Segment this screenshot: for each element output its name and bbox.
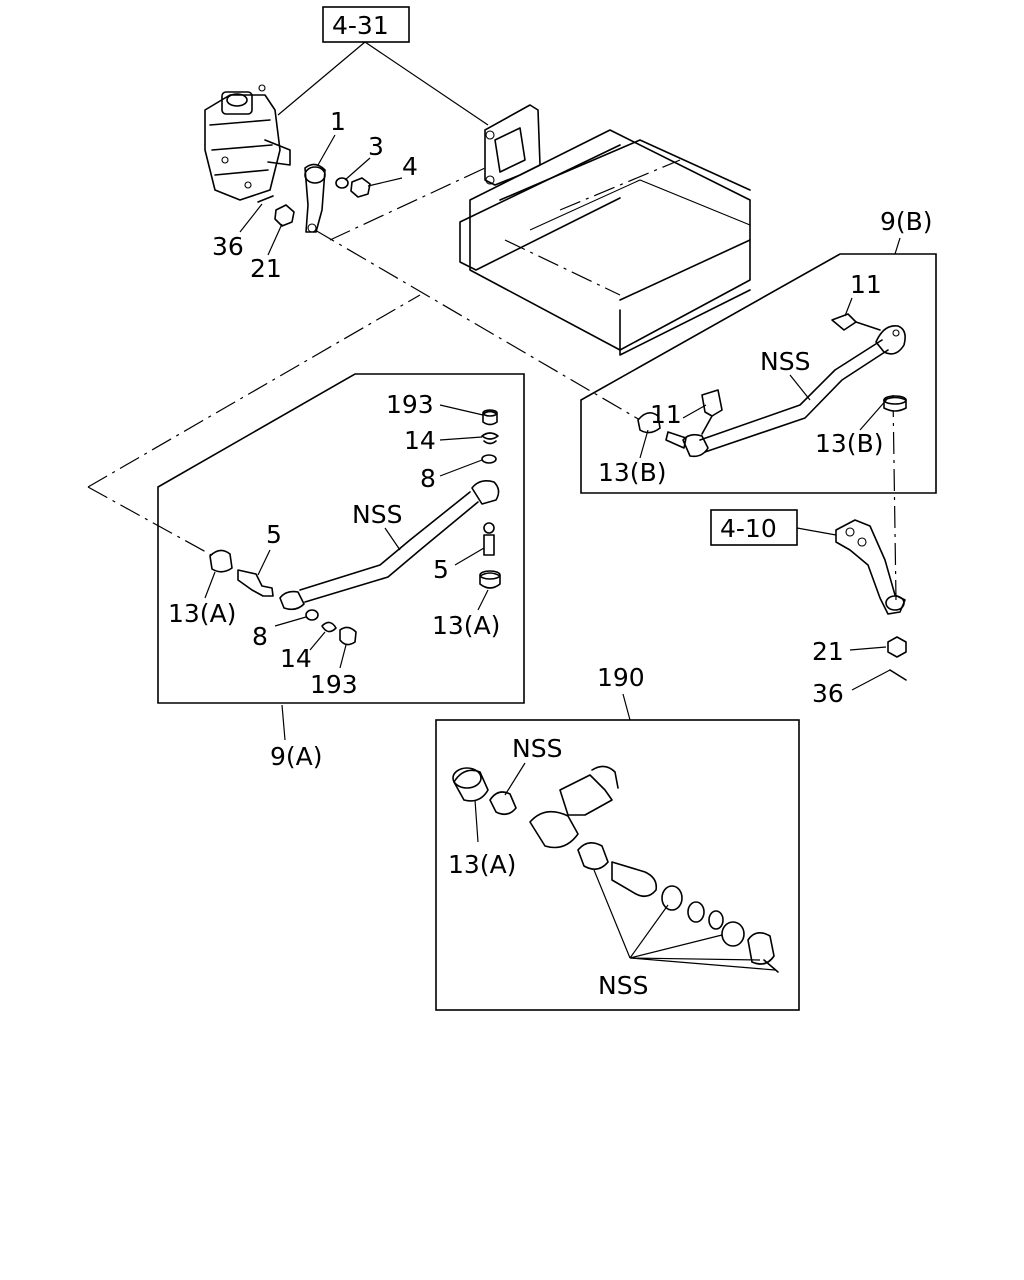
callout-13a-kit: 13(A) — [448, 850, 516, 879]
nss-9b: NSS — [760, 347, 810, 376]
ref-4-31: 4-31 — [277, 6, 489, 126]
cotter-pin-36-top — [257, 195, 274, 203]
callout-36-top: 36 — [212, 232, 244, 261]
ref-4-10: 4-10 — [710, 509, 837, 546]
callout-36-bottom: 36 — [812, 679, 844, 708]
nut-4 — [350, 177, 371, 198]
callout-8-bottom: 8 — [252, 622, 268, 651]
cotter-pin-36-bottom — [889, 669, 907, 681]
nss-kit-bottom: NSS — [598, 971, 648, 1000]
nut-21-top — [274, 204, 295, 227]
ref-4-31-label: 4-31 — [332, 11, 389, 40]
frame-rails — [459, 129, 751, 356]
callout-3: 3 — [368, 132, 384, 161]
ref-4-10-label: 4-10 — [720, 514, 777, 543]
tie-rod-9a-panel: 9(A) 193 14 8 NSS 5 5 — [157, 373, 525, 771]
callout-13b-right: 13(B) — [815, 429, 883, 458]
idler-arm — [835, 519, 906, 615]
callout-9b: 9(B) — [880, 207, 933, 236]
callout-4: 4 — [402, 152, 418, 181]
callout-14-top: 14 — [404, 426, 436, 455]
callout-21-top: 21 — [250, 254, 282, 283]
callout-5-left: 5 — [266, 520, 282, 549]
callout-13a-right: 13(A) — [432, 611, 500, 640]
nss-9a: NSS — [352, 500, 402, 529]
frame-bracket — [484, 104, 541, 186]
callout-8-top: 8 — [420, 464, 436, 493]
steering-gear-box — [204, 84, 291, 201]
callout-9a: 9(A) — [270, 742, 323, 771]
pitman-arm — [304, 163, 326, 233]
callout-13b-left: 13(B) — [598, 458, 666, 487]
tie-rod-9b-panel: 9(B) 11 11 NSS 13(B) 13(B) — [580, 207, 937, 494]
ball-joint-kit-190-panel: 190 NSS 13(A) NSS — [435, 663, 800, 1011]
lock-washer-3 — [335, 177, 349, 189]
nut-21-bottom — [887, 636, 907, 658]
callout-1: 1 — [330, 107, 346, 136]
centerlines — [87, 167, 897, 601]
nss-kit-top: NSS — [512, 734, 562, 763]
callout-13a-left: 13(A) — [168, 599, 236, 628]
callout-190: 190 — [597, 663, 645, 692]
callout-14-bottom: 14 — [280, 644, 312, 673]
callout-11-mid: 11 — [650, 400, 682, 429]
callout-193-top: 193 — [386, 390, 434, 419]
callout-11-top: 11 — [850, 270, 882, 299]
callout-5-right: 5 — [433, 555, 449, 584]
callout-193-bottom: 193 — [310, 670, 358, 699]
callout-21-bottom: 21 — [812, 637, 844, 666]
